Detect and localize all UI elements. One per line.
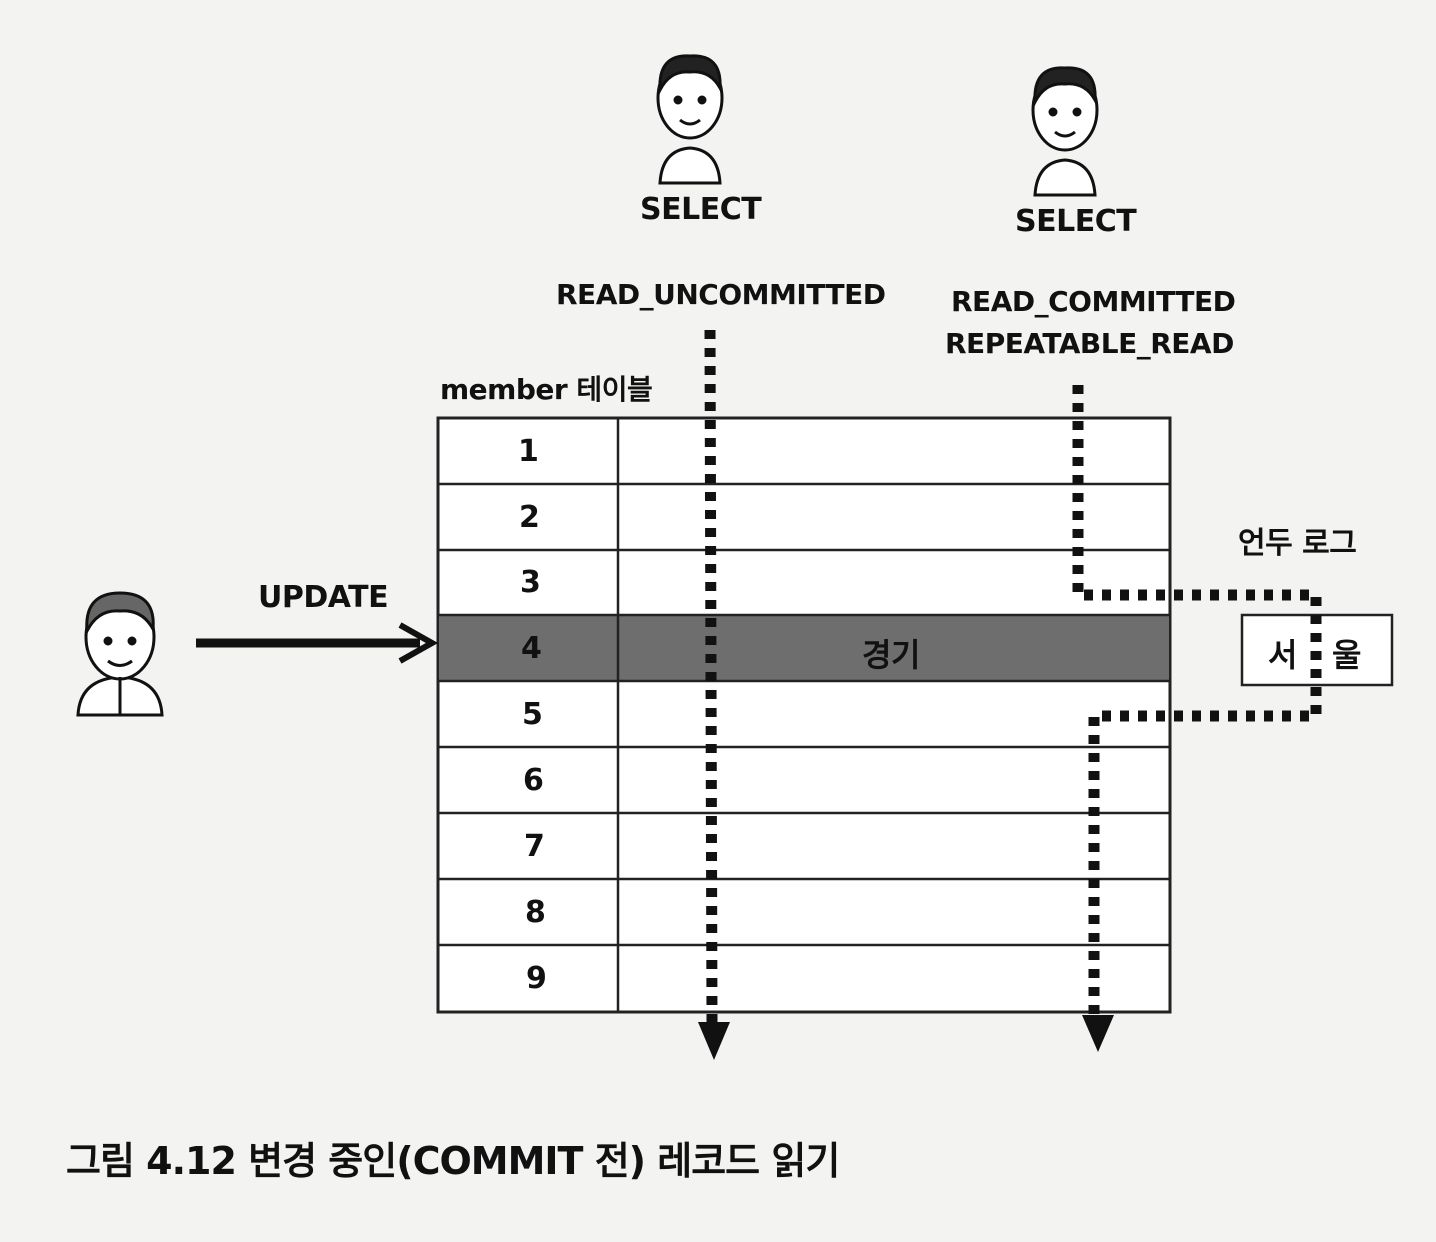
table-row-value: 경기: [862, 636, 920, 674]
table-row-highlight: [439, 615, 1169, 681]
reader2-query-label: SELECT: [1015, 204, 1137, 239]
dotted-arrow-down-icon: [698, 1022, 730, 1060]
table-row-id: 9: [526, 961, 547, 996]
member-table: [436, 416, 1172, 1014]
person-icon: [656, 54, 724, 185]
figure-caption: 그림 4.12 변경 중인(COMMIT 전) 레코드 읽기: [66, 1130, 840, 1185]
undo-log-value-right: 울: [1332, 636, 1361, 674]
table-title: member 테이블: [440, 373, 653, 406]
reader2-isolation-label-2: REPEATABLE_READ: [945, 327, 1234, 360]
reader2-isolation-label-1: READ_COMMITTED: [951, 285, 1236, 318]
figure-caption-label: 그림 4.12: [66, 1139, 237, 1183]
person-icon: [1031, 66, 1099, 197]
table-row-id: 8: [525, 895, 546, 930]
figure-caption-text: 변경 중인(COMMIT 전) 레코드 읽기: [248, 1139, 840, 1183]
table-row-id: 2: [519, 500, 540, 535]
dotted-arrow-down-icon: [1082, 1015, 1114, 1052]
table-row-id: 1: [518, 434, 539, 469]
writer-query-label: UPDATE: [258, 580, 389, 615]
table-row-id: 7: [524, 829, 545, 864]
table-row-id: 5: [522, 697, 543, 732]
reader1-isolation-label: READ_UNCOMMITTED: [556, 278, 886, 311]
read-committed-path: [1072, 385, 1322, 1015]
undo-log-title: 언두 로그: [1238, 526, 1357, 561]
update-arrow: [196, 622, 439, 664]
read-uncommitted-path: [698, 329, 730, 1060]
person-icon: [76, 591, 164, 717]
table-row-id: 4: [521, 631, 542, 666]
table-row-id: 3: [520, 565, 541, 600]
arrow-right-icon: [398, 622, 439, 664]
table-row-id: 6: [523, 763, 544, 798]
undo-log-value-left: 서: [1268, 636, 1297, 674]
reader1-query-label: SELECT: [640, 192, 762, 227]
